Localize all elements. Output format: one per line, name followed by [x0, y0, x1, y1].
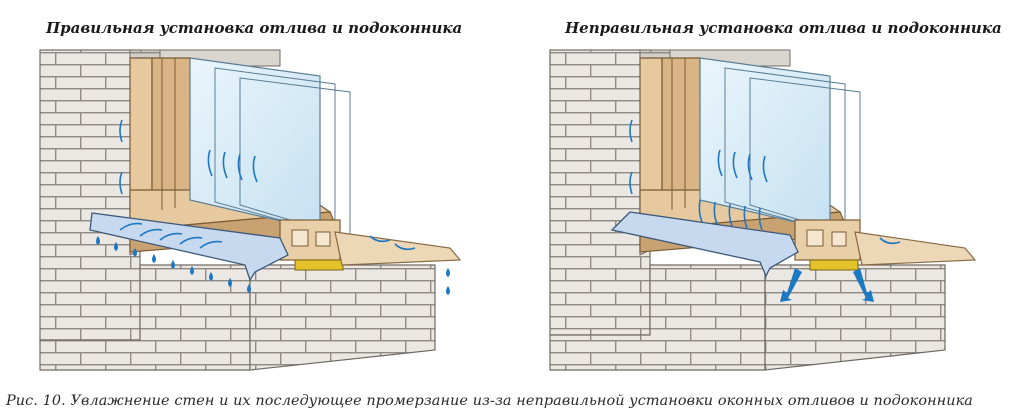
water-flow-arrow-icon — [119, 222, 143, 231]
water-flow-arrow-icon — [732, 151, 738, 179]
water-flow-arrow-icon — [139, 228, 163, 237]
water-drop-icon — [446, 268, 450, 277]
foam-seal — [809, 259, 859, 271]
correct-installation-title: Правильная установка отлива и подоконник… — [46, 19, 463, 37]
air-flow-arrow-icon — [369, 235, 391, 243]
water-droplets — [96, 236, 450, 295]
water-flow-arrow-icon — [780, 268, 802, 302]
window-sill — [854, 231, 977, 266]
water-flow-arrow-icon — [713, 201, 718, 225]
brick-wall-side — [249, 264, 436, 371]
water-drop-icon — [171, 260, 175, 269]
figure-caption: Рис. 10. Увлажнение стен и их последующе… — [6, 393, 973, 409]
water-flow-arrow-icon — [853, 268, 874, 302]
air-flow-arrow-icon — [879, 237, 901, 245]
water-flow-arrow-icon — [728, 203, 733, 227]
water-flow-arrow-icon — [207, 149, 213, 177]
water-flow-arrow-icon — [237, 153, 243, 181]
window-sill — [334, 231, 462, 266]
water-flow-arrow-icon — [743, 205, 748, 229]
frame-profile-section — [794, 219, 861, 261]
water-flow-arrow-icon — [758, 207, 763, 231]
water-flow-arrow-icon — [159, 232, 183, 241]
foam-seal — [294, 259, 344, 271]
water-drop-icon — [190, 266, 194, 275]
incorrect-installation-illustration — [549, 49, 977, 371]
water-drop-icon — [114, 242, 118, 251]
water-flow-arrow-icon — [119, 171, 123, 195]
air-flow-arrow-icon — [394, 243, 416, 251]
drip-edge — [89, 212, 289, 282]
water-drop-icon — [446, 286, 450, 295]
water-flow-arrow-icon — [179, 236, 203, 245]
water-drop-icon — [96, 236, 100, 245]
water-flow-arrows — [119, 119, 416, 251]
incorrect-installation-title: Неправильная установка отлива и подоконн… — [565, 19, 1002, 37]
water-flow-arrow-icon — [119, 119, 123, 143]
water-flow-arrow-icon — [762, 155, 768, 183]
water-drop-icon — [152, 254, 156, 263]
water-drop-icon — [209, 272, 213, 281]
water-flow-arrow-icon — [629, 119, 633, 143]
water-drop-icon — [133, 248, 137, 257]
water-flow-arrow-icon — [717, 149, 723, 177]
brick-wall-side — [764, 264, 946, 371]
frame-profile-section — [279, 219, 341, 261]
water-flow-arrows — [629, 119, 901, 245]
water-flow-arrow-icon — [252, 155, 258, 183]
correct-installation-illustration — [39, 49, 462, 371]
water-penetration-arrows — [780, 268, 874, 302]
water-flow-arrow-icon — [199, 240, 223, 249]
drip-edge — [610, 211, 799, 278]
water-flow-arrow-icon — [222, 151, 228, 179]
water-drop-icon — [247, 284, 251, 293]
water-flow-arrow-icon — [698, 199, 703, 223]
water-drop-icon — [228, 278, 232, 287]
brick-wall — [39, 49, 141, 341]
brick-wall — [549, 49, 651, 336]
water-flow-arrow-icon — [629, 171, 633, 195]
water-flow-arrow-icon — [747, 153, 753, 181]
